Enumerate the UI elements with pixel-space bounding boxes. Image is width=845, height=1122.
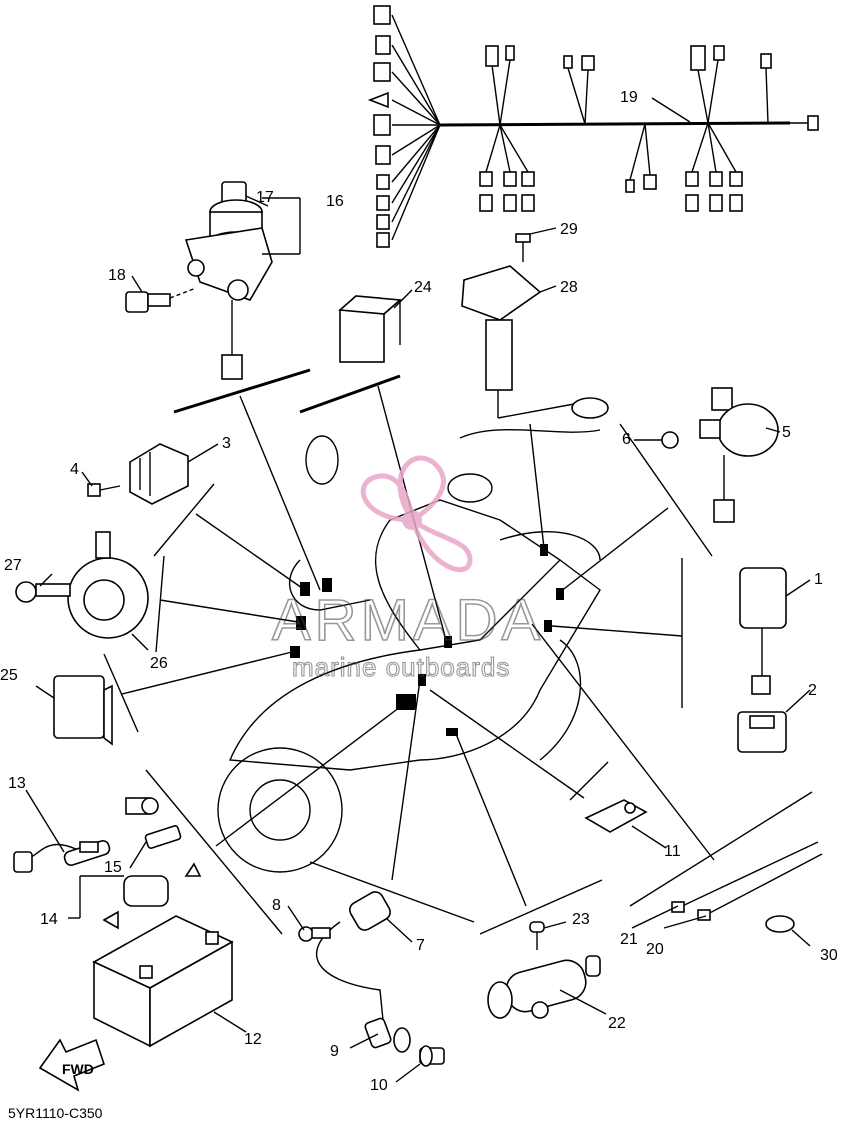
fwd-arrow: FWD <box>38 1038 105 1092</box>
screw-29[interactable] <box>515 233 531 262</box>
callout-leaders <box>25 97 811 1083</box>
callout-21: 21 <box>620 931 638 948</box>
callout-9: 9 <box>330 1043 339 1060</box>
callout-labels: 1 2 3 4 5 6 7 8 9 10 11 12 13 14 15 16 1… <box>0 89 838 1094</box>
callout-6: 6 <box>622 431 631 448</box>
screw-23[interactable] <box>529 921 545 950</box>
callout-4: 4 <box>70 461 79 478</box>
callout-8: 8 <box>272 897 281 914</box>
callout-27: 27 <box>4 557 22 574</box>
callout-16: 16 <box>326 193 344 210</box>
watermark-tagline: marine outboards <box>292 652 510 682</box>
callout-26: 26 <box>150 655 168 672</box>
callout-2: 2 <box>808 682 817 699</box>
sensor-22[interactable] <box>487 955 601 1019</box>
bolt-18[interactable] <box>125 287 197 313</box>
scooter-outline <box>217 435 601 873</box>
callout-17: 17 <box>256 189 274 206</box>
callout-14: 14 <box>40 911 58 928</box>
drawing-code: 5YR1110-C350 <box>8 1105 103 1121</box>
callout-3: 3 <box>222 435 231 452</box>
clamp-30[interactable] <box>765 915 795 933</box>
callout-11: 11 <box>664 843 681 860</box>
callout-19: 19 <box>620 89 638 106</box>
grommet-9[interactable] <box>393 1027 411 1053</box>
callout-5: 5 <box>782 424 791 441</box>
relay-24[interactable] <box>338 295 402 363</box>
battery-12[interactable] <box>92 915 234 1048</box>
relay-cover-2[interactable] <box>737 711 787 753</box>
fuse-15[interactable] <box>144 825 182 849</box>
callout-20: 20 <box>646 941 664 958</box>
callout-23: 23 <box>572 911 590 928</box>
cable-tie-20[interactable] <box>697 853 823 921</box>
lead-assembly-13[interactable] <box>13 797 159 873</box>
holder-11[interactable] <box>584 799 648 833</box>
callout-24: 24 <box>414 279 432 296</box>
callout-22: 22 <box>608 1015 626 1032</box>
rectifier-regulator-3[interactable] <box>129 443 189 505</box>
callout-10: 10 <box>370 1077 388 1094</box>
watermark: ARMADA marine outboards <box>271 455 544 683</box>
watermark-brand: ARMADA <box>272 588 544 653</box>
callout-18: 18 <box>108 267 126 284</box>
sensor-7[interactable] <box>315 889 393 1049</box>
callout-28: 28 <box>560 279 578 296</box>
flasher-relay-25[interactable] <box>53 675 113 746</box>
fuel-sender-28[interactable] <box>461 265 609 419</box>
screw-4[interactable] <box>87 483 121 497</box>
horn-26[interactable] <box>67 531 149 639</box>
wire-harness-19[interactable] <box>367 5 819 248</box>
nut-6[interactable] <box>661 431 679 449</box>
callout-29: 29 <box>560 221 578 238</box>
callout-13: 13 <box>8 775 26 792</box>
fuse-holder-14[interactable] <box>102 862 202 930</box>
main-switch-16[interactable] <box>184 181 273 380</box>
starter-relay-5[interactable] <box>699 387 779 523</box>
propeller-logo-icon <box>360 455 473 572</box>
callout-25: 25 <box>0 667 18 684</box>
callout-7: 7 <box>416 937 425 954</box>
callout-1: 1 <box>814 571 823 588</box>
callout-15: 15 <box>104 859 122 876</box>
fwd-label: FWD <box>62 1061 94 1077</box>
callout-30: 30 <box>820 947 838 964</box>
bolt-8[interactable] <box>298 926 331 942</box>
callout-12: 12 <box>244 1031 262 1048</box>
bolt-27[interactable] <box>15 581 71 603</box>
cable-tie-21[interactable] <box>671 841 819 913</box>
relay-1[interactable] <box>739 567 787 695</box>
plug-10[interactable] <box>419 1045 445 1067</box>
